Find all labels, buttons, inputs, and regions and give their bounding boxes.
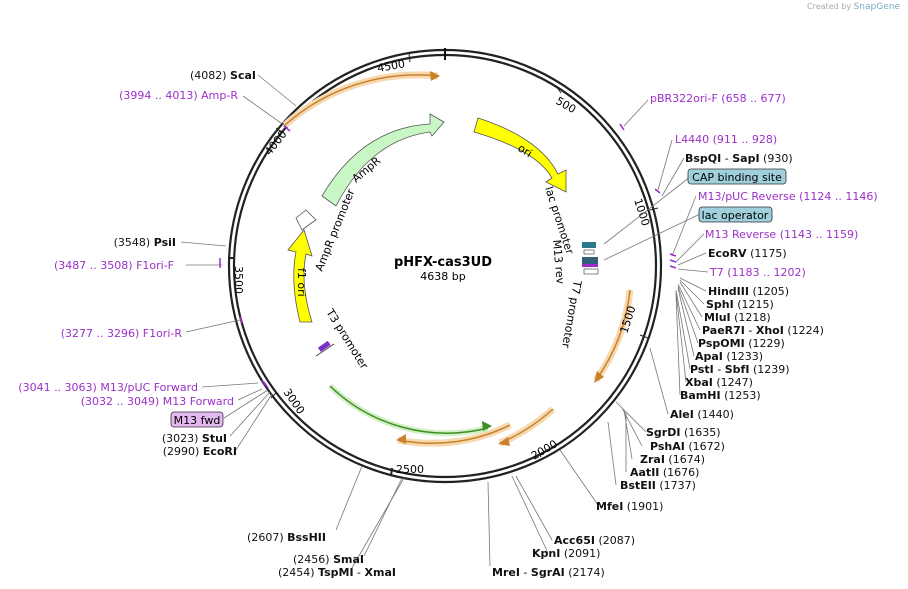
tick-mark-1500 <box>639 334 649 339</box>
orange-arc-right <box>595 289 631 381</box>
right-label-mlui: MluI (1218) <box>704 311 771 324</box>
lac-operator-label: lac operator <box>702 209 769 222</box>
right-label-pshai: PshAI (1672) <box>650 440 725 453</box>
left-label-f1ori-f: (3487 .. 3508) F1ori-F <box>54 259 174 272</box>
m13-rev-label: M13 rev <box>550 239 567 285</box>
orange-arc-right-bg <box>593 289 634 383</box>
left-label-stui: (3023) StuI <box>162 432 227 445</box>
right-label-bspqi: BspQI - SapI (930) <box>685 152 793 165</box>
orange-arc-top <box>284 74 439 126</box>
snapgene-credit: Created by SnapGene <box>807 2 900 12</box>
right-label-m13-reverse: M13 Reverse (1143 .. 1159) <box>705 228 858 241</box>
tick-mark-500 <box>555 85 562 94</box>
right-primer-marks <box>619 123 677 269</box>
right-label-zrai: ZraI (1674) <box>640 453 705 466</box>
right-label-paer7i: PaeR7I - XhoI (1224) <box>702 324 824 337</box>
right-label-l4440: L4440 (911 .. 928) <box>675 133 777 146</box>
tick-4500: 4500 <box>376 57 406 75</box>
m13-fwd-box-label: M13 fwd <box>174 414 221 427</box>
bottom-label-bsshii: (2607) BssHII <box>247 531 326 544</box>
snapgene-logo: SnapGene <box>853 2 900 12</box>
t3-primer-mark <box>317 340 331 352</box>
bottom-label-tspmi: (2454) TspMI - XmaI <box>278 566 396 579</box>
right-label-bsteii: BstEII (1737) <box>620 479 696 492</box>
ampr-promoter-arrow <box>295 209 317 231</box>
right-label-apai: ApaI (1233) <box>695 350 763 363</box>
right-leaders <box>487 99 709 567</box>
orange-arc-bottom-arrow <box>498 437 510 446</box>
ori-label: ori <box>515 142 534 161</box>
cap-site-mark <box>582 242 596 248</box>
left-label-f1ori-r: (3277 .. 3296) F1ori-R <box>61 327 183 340</box>
right-label-mrei: MreI - SgrAI (2174) <box>492 566 605 579</box>
cap-binding-site-box <box>687 168 787 185</box>
ampr-arrow <box>321 113 445 207</box>
left-label-ecori: (2990) EcoRI <box>163 445 237 458</box>
t3-promoter-mark <box>315 343 335 357</box>
tick-3500: 3500 <box>232 266 245 294</box>
t7-primer-mark <box>582 264 598 267</box>
orange-arc-top-arrow <box>430 71 440 81</box>
right-label-pbr322ori-f: pBR322ori-F (658 .. 677) <box>650 92 786 105</box>
t7-promoter-label: T7 promoter <box>559 278 584 349</box>
green-arc-bg <box>327 383 489 437</box>
right-label-pspomi: PspOMI (1229) <box>698 337 785 350</box>
left-label-m13-forward: (3032 .. 3049) M13 Forward <box>81 395 234 408</box>
tick-500: 500 <box>554 94 579 116</box>
green-arc-arrow <box>482 421 492 431</box>
left-label-scai: (4082) ScaI <box>190 69 256 82</box>
right-label-ecorv: EcoRV (1175) <box>708 247 787 260</box>
lac-operator-mark <box>583 249 595 255</box>
tick-mark-2500 <box>390 467 393 477</box>
right-label-sgrdi: SgrDI (1635) <box>646 426 721 439</box>
ori-arrow <box>473 117 567 193</box>
tick-1500: 1500 <box>617 304 638 335</box>
bottom-leaders <box>335 465 405 569</box>
left-label-amp-r: (3994 .. 4013) Amp-R <box>119 89 238 102</box>
m13-fwd-box <box>170 411 224 428</box>
right-label-bamhi: BamHI (1253) <box>680 389 761 402</box>
left-primer-marks <box>219 125 291 389</box>
tick-mark-3000 <box>270 392 277 399</box>
plasmid-length: 4638 bp <box>420 270 465 283</box>
cap-binding-site-label: CAP binding site <box>692 171 782 184</box>
right-label-kpni: KpnI (2091) <box>532 547 600 560</box>
right-label-acc65i: Acc65I (2087) <box>554 534 635 547</box>
tick-mark-4000 <box>275 127 283 133</box>
t7-promoter-mark <box>583 268 599 275</box>
right-label-m13-puc-reverse: M13/pUC Reverse (1124 .. 1146) <box>698 190 878 203</box>
t3-promoter-label: T3 promoter <box>323 306 371 372</box>
right-label-hindiii: HindIII (1205) <box>708 285 789 298</box>
tick-mark-4500 <box>408 53 411 63</box>
right-label-sphi: SphI (1215) <box>706 298 774 311</box>
tick-mark-2000 <box>537 449 542 458</box>
left-label-m13-puc-forward: (3041 .. 3063) M13/pUC Forward <box>18 381 198 394</box>
orange-arc-inner <box>397 424 511 445</box>
right-label-aatii: AatII (1676) <box>630 466 699 479</box>
tick-mark-1000 <box>649 207 659 211</box>
left-label-psii: (3548) PsiI <box>114 236 176 249</box>
green-arc <box>329 385 489 434</box>
lac-operator-box <box>698 206 773 223</box>
orange-arc-right-arrow <box>594 371 604 383</box>
plasmid-name: pHFX-cas3UD <box>394 255 492 270</box>
right-label-t7: T7 (1183 .. 1202) <box>709 266 806 279</box>
tick-2500: 2500 <box>396 463 424 476</box>
f1-ori-arrow <box>287 229 313 323</box>
m13-rev-mark <box>582 257 598 264</box>
right-label-alei: AleI (1440) <box>670 408 734 421</box>
right-label-mfei: MfeI (1901) <box>596 500 663 513</box>
tick-1000: 1000 <box>631 197 652 228</box>
orange-arc-inner-arrow <box>396 434 406 444</box>
bottom-label-smai: (2456) SmaI <box>293 553 364 566</box>
right-label-xbai: XbaI (1247) <box>685 376 753 389</box>
right-label-psti: PstI - SbfI (1239) <box>690 363 790 376</box>
left-leaders <box>180 74 297 451</box>
f1-ori-label: f1 ori <box>295 268 308 297</box>
